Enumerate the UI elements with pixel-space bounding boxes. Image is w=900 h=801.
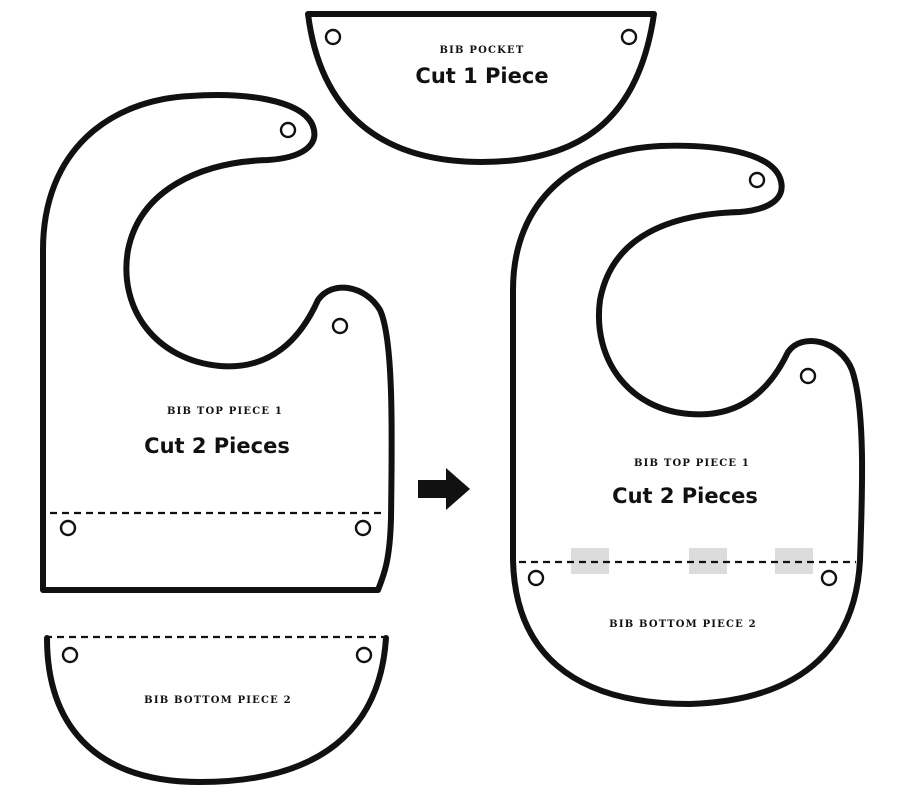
bib-bottom-left-outline [44,635,389,785]
snap-hole [61,646,79,664]
bib-bottom-left-name: BIB BOTTOM PIECE 2 [144,695,292,706]
snap-hole [527,569,545,587]
right-arrow-icon [418,468,470,510]
snap-hole [331,317,349,335]
bib-top-left-cut-count: Cut 2 Pieces [144,434,290,458]
tab-marker [571,548,609,574]
bib-bottom-piece-left: BIB BOTTOM PIECE 2 [44,635,389,785]
bib-top-right-cut-count: Cut 2 Pieces [612,484,758,508]
snap-hole [620,28,638,46]
snap-hole [355,646,373,664]
bib-bottom-right-name: BIB BOTTOM PIECE 2 [609,619,757,630]
bib-top-left-name: BIB TOP PIECE 1 [167,406,283,417]
bib-pocket-name: BIB POCKET [439,45,524,56]
bib-pocket-piece: BIB POCKET Cut 1 Piece [305,11,657,165]
bib-top-left-outline [40,92,395,593]
tab-marker [689,548,727,574]
bib-pocket-outline [305,11,657,165]
snap-hole [354,519,372,537]
snap-hole [799,367,817,385]
bib-pocket-cut-count: Cut 1 Piece [415,64,548,88]
snap-hole [324,28,342,46]
bib-top-piece-left: BIB TOP PIECE 1 Cut 2 Pieces [40,92,395,593]
snap-hole [748,171,766,189]
tab-marker [775,548,813,574]
snap-hole [279,121,297,139]
snap-hole [59,519,77,537]
bib-combined-piece-right: BIB TOP PIECE 1 Cut 2 Pieces BIB BOTTOM … [510,142,866,707]
snap-hole [820,569,838,587]
bib-top-right-name: BIB TOP PIECE 1 [634,458,750,469]
